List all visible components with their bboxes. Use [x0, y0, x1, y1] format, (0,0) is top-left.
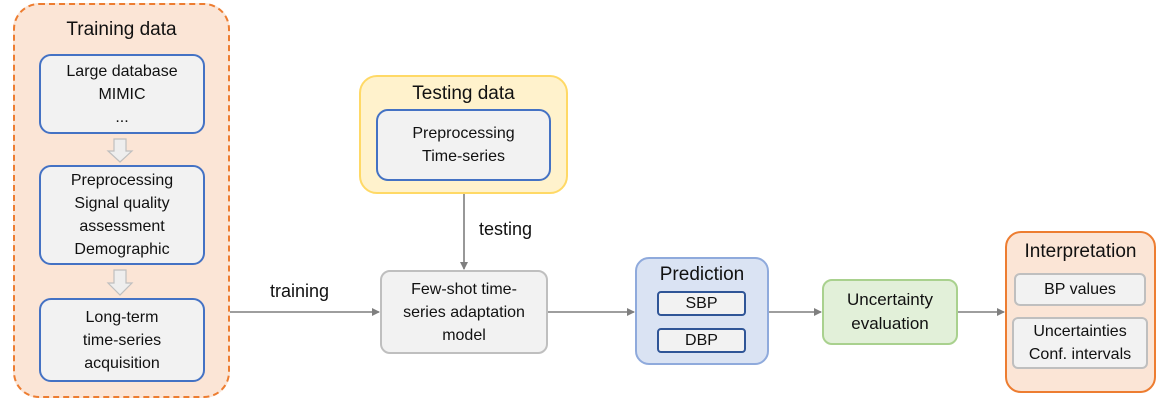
large-database-box: Large database MIMIC ...	[39, 54, 205, 134]
few-shot-model-box: Few-shot time- series adaptation model	[380, 270, 548, 354]
preprocessing-training-line-2: Signal quality	[74, 195, 170, 212]
dbp-label: DBP	[685, 331, 718, 349]
preprocessing-training-line-4: Demographic	[74, 241, 170, 258]
prediction-title: Prediction	[659, 264, 745, 285]
uncertainties-line-1: Uncertainties	[1033, 323, 1127, 340]
bp-values-label: BP values	[1044, 281, 1116, 298]
long-term-line-1: Long-term	[85, 308, 159, 326]
uncertainty-line-1: Uncertainty	[847, 290, 933, 309]
uncertainties-box: Uncertainties Conf. intervals	[1012, 317, 1148, 369]
training-data-title: Training data	[66, 19, 177, 40]
testing-edge-label: testing	[479, 219, 533, 239]
uncertainties-line-2: Conf. intervals	[1028, 346, 1132, 363]
uncertainty-line-2: evaluation	[851, 314, 929, 333]
bp-values-box: BP values	[1014, 273, 1146, 306]
interpretation-title: Interpretation	[1024, 241, 1137, 262]
long-term-line-3: acquisition	[84, 354, 160, 372]
uncertainty-evaluation-box: Uncertainty evaluation	[822, 279, 958, 345]
model-line-3: model	[442, 326, 486, 344]
large-database-line-1: Large database	[66, 62, 178, 80]
sbp-label: SBP	[685, 294, 718, 312]
preprocessing-training-line-3: assessment	[79, 218, 165, 235]
long-term-line-2: time-series	[82, 331, 162, 349]
model-line-2: series adaptation	[403, 303, 525, 321]
model-line-1: Few-shot time-	[411, 280, 517, 298]
large-database-line-3: ...	[115, 108, 129, 126]
preprocessing-training-box: Preprocessing Signal quality assessment …	[39, 165, 205, 265]
large-database-line-2: MIMIC	[98, 85, 146, 103]
preprocessing-training-line-1: Preprocessing	[70, 172, 174, 189]
sbp-box: SBP	[657, 291, 746, 316]
block-arrow-down-1	[106, 138, 134, 163]
training-edge-label: training	[270, 281, 330, 301]
testing-data-title: Testing data	[412, 83, 515, 104]
block-arrow-down-2	[106, 269, 134, 296]
dbp-box: DBP	[657, 328, 746, 353]
preprocessing-testing-line-2: Time-series	[422, 148, 505, 165]
preprocessing-testing-box: Preprocessing Time-series	[376, 109, 551, 181]
preprocessing-testing-line-1: Preprocessing	[412, 125, 515, 142]
long-term-acquisition-box: Long-term time-series acquisition	[39, 298, 205, 382]
